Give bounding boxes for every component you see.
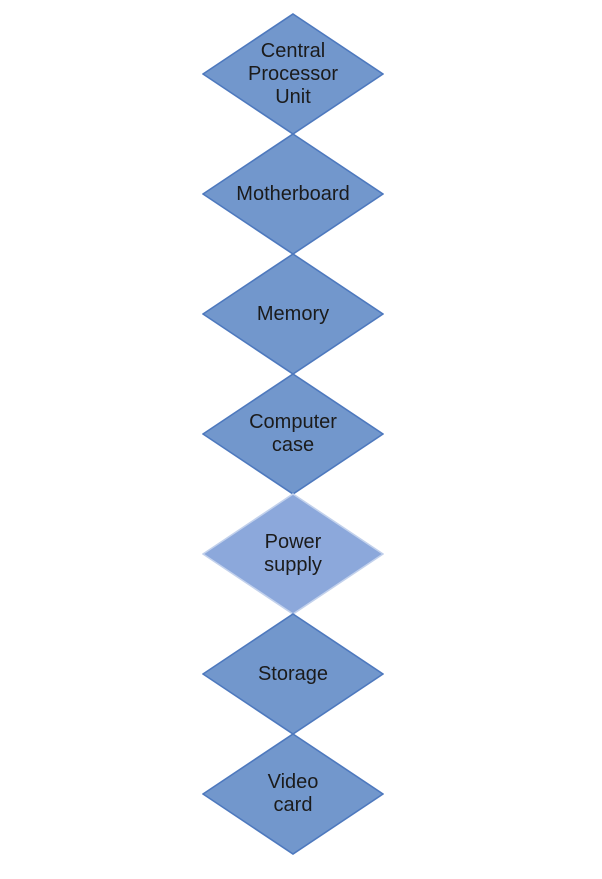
diamond-shape-icon (202, 133, 384, 255)
diagram-node-video-card[interactable]: Video card (202, 733, 384, 855)
diagram-node-power-supply[interactable]: Power supply (202, 493, 384, 615)
diamond-shape-icon (202, 493, 384, 615)
diagram-node-motherboard[interactable]: Motherboard (202, 133, 384, 255)
diagram-node-computer-case[interactable]: Computer case (202, 373, 384, 495)
diamond-shape-icon (202, 373, 384, 495)
diamond-shape-icon (202, 613, 384, 735)
diagram-node-central-processor-unit[interactable]: Central Processor Unit (202, 13, 384, 135)
diamond-shape-icon (202, 733, 384, 855)
diagram-node-memory[interactable]: Memory (202, 253, 384, 375)
diamond-shape-icon (202, 13, 384, 135)
diamond-shape-icon (202, 253, 384, 375)
diagram-node-storage[interactable]: Storage (202, 613, 384, 735)
